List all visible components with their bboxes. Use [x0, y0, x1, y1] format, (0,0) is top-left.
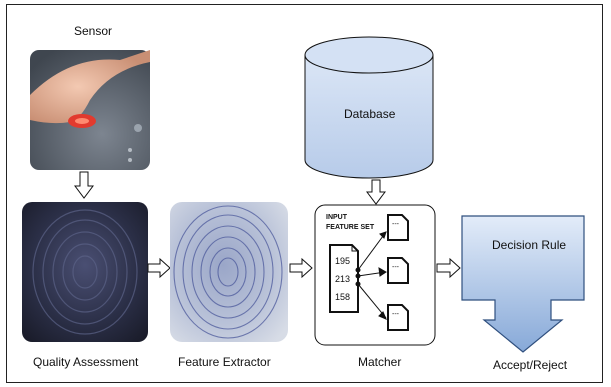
- arrow-extractor-to-matcher: [289, 257, 313, 279]
- input-feature-title: INPUT FEATURE SET: [326, 213, 374, 233]
- database-cylinder: [304, 36, 434, 179]
- template-mark: ---: [392, 221, 399, 228]
- matcher-label: Matcher: [358, 355, 402, 369]
- arrow-matcher-to-decision: [436, 257, 461, 279]
- sensor-label: Sensor: [74, 24, 113, 38]
- arrow-quality-to-extractor: [147, 257, 171, 279]
- template-document: [387, 304, 409, 331]
- template-mark: ---: [392, 264, 399, 271]
- accept-reject-label: Accept/Reject: [493, 358, 568, 372]
- match-connectors: [355, 231, 387, 320]
- quality-fingerprint-image: [22, 202, 148, 342]
- input-title-line-1: INPUT: [326, 214, 347, 221]
- database-label: Database: [344, 107, 396, 121]
- decision-rule-shape: [461, 215, 585, 353]
- arrow-database-to-matcher: [366, 179, 386, 205]
- input-title-line-2: FEATURE SET: [326, 224, 375, 231]
- template-mark: ---: [392, 311, 399, 318]
- quality-assessment-label: Quality Assessment: [33, 355, 139, 369]
- feature-value: 158: [335, 292, 351, 302]
- feature-value: 195: [335, 256, 351, 266]
- decision-rule-label: Decision Rule: [492, 238, 567, 252]
- template-document: [387, 214, 409, 241]
- arrow-sensor-to-quality: [74, 171, 94, 199]
- feature-extractor-label: Feature Extractor: [178, 355, 271, 369]
- extractor-fingerprint-image: [170, 202, 288, 342]
- feature-value: 213: [335, 274, 351, 284]
- diagram-frame: [6, 4, 603, 383]
- sensor-image: [30, 50, 150, 170]
- template-document: [387, 257, 409, 284]
